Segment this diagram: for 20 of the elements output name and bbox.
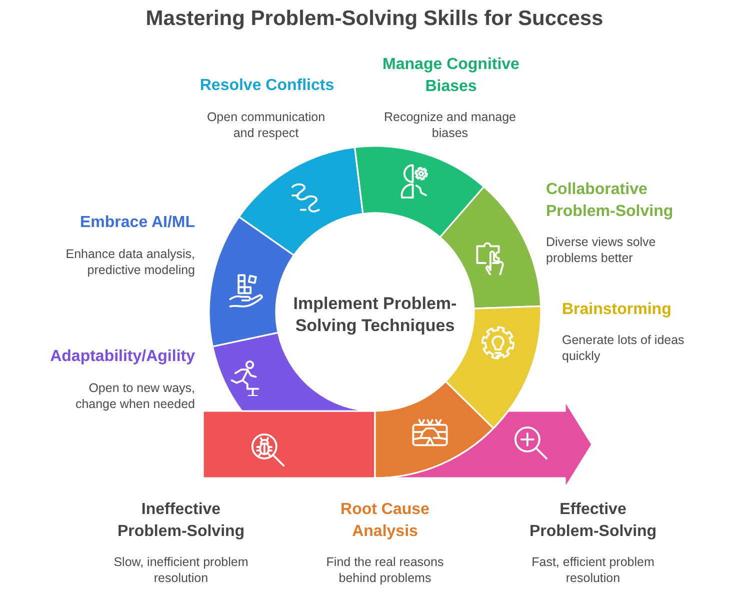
title: Mastering Problem-Solving Skills for Success	[144, 7, 604, 31]
segment-heading: Adaptability/Agility	[49, 347, 195, 367]
segment-description: Open communication and respect	[206, 109, 326, 141]
segment-heading: Ineffective Problem-Solving	[116, 500, 246, 542]
segment-description: Enhance data analysis, predictive modeling	[64, 246, 195, 278]
segment-description: Diverse views solve problems better	[546, 234, 657, 266]
center-label: Implement Problem-Solving Techniques	[292, 293, 458, 337]
segment-heading: Root Cause Analysis	[340, 500, 430, 542]
segment-description: Fast, efficient problem resolution	[530, 554, 656, 586]
segment-description: Generate lots of ideas quickly	[562, 332, 686, 364]
segment-heading: Resolve Conflicts	[198, 76, 336, 96]
segment-description: Recognize and manage biases	[382, 109, 518, 141]
segment-heading: Collaborative Problem-Solving	[546, 180, 674, 222]
segment-heading: Manage Cognitive Biases	[382, 55, 520, 97]
segment-heading: Effective Problem-Solving	[528, 500, 658, 542]
segment-description: Find the real reasons behind problems	[325, 554, 445, 586]
segment-heading: Brainstorming	[562, 300, 672, 320]
segment-description: Open to new ways, change when needed	[74, 380, 195, 412]
segment-description: Slow, inefficient problem resolution	[112, 554, 250, 586]
segment-heading: Embrace AI/ML	[79, 213, 195, 233]
